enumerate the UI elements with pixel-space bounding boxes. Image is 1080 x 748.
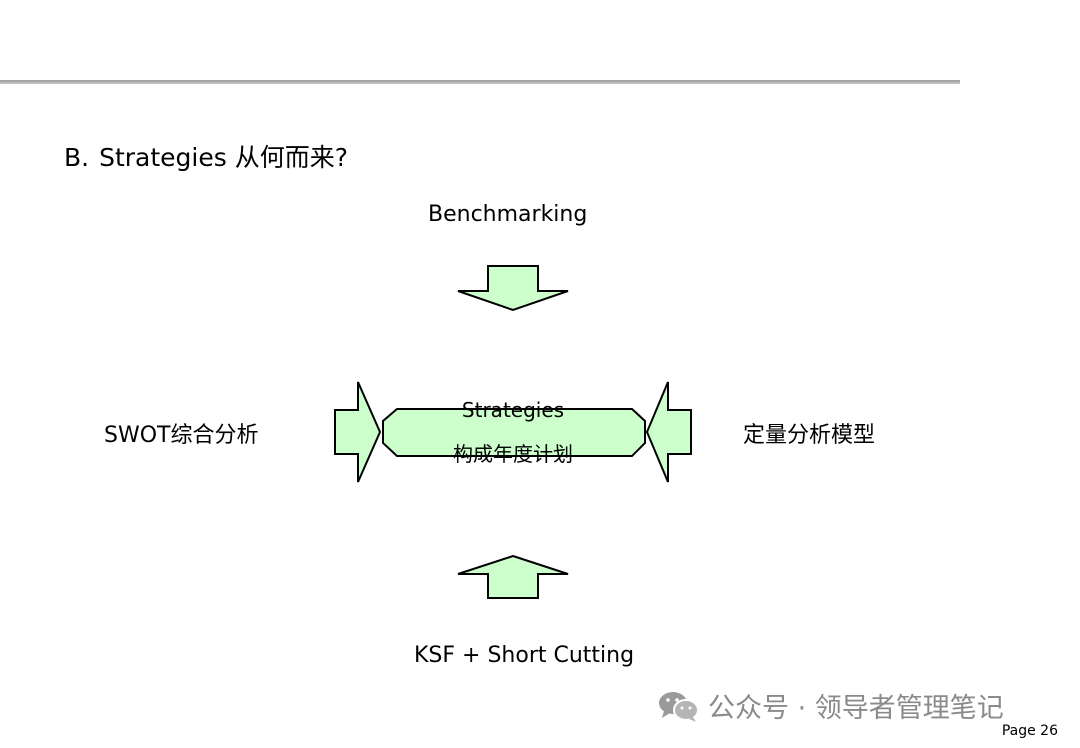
strategies-label: Strategies bbox=[461, 398, 565, 422]
annual-plan-label: 构成年度计划 bbox=[453, 442, 573, 466]
section-letter: B. bbox=[64, 143, 90, 172]
watermark: 公众号 · 领导者管理笔记 bbox=[658, 686, 1004, 725]
page-number: Page 26 bbox=[1001, 723, 1058, 739]
top-divider bbox=[0, 80, 960, 84]
wechat-icon bbox=[659, 691, 699, 722]
benchmarking-label: Benchmarking bbox=[428, 202, 588, 227]
section-title: Strategies 从何而来? bbox=[99, 143, 348, 172]
quantitative-model-label: 定量分析模型 bbox=[743, 423, 876, 448]
arrow-up bbox=[457, 554, 569, 599]
watermark-text: 公众号 · 领导者管理笔记 bbox=[708, 693, 1004, 724]
arrow-right bbox=[334, 381, 382, 483]
arrow-down bbox=[457, 265, 569, 312]
ksf-label: KSF + Short Cutting bbox=[414, 643, 635, 668]
section-heading: B. Strategies 从何而来? bbox=[64, 138, 348, 174]
swot-label: SWOT综合分析 bbox=[104, 423, 259, 448]
arrow-left bbox=[645, 381, 692, 483]
strategies-box bbox=[382, 408, 646, 457]
